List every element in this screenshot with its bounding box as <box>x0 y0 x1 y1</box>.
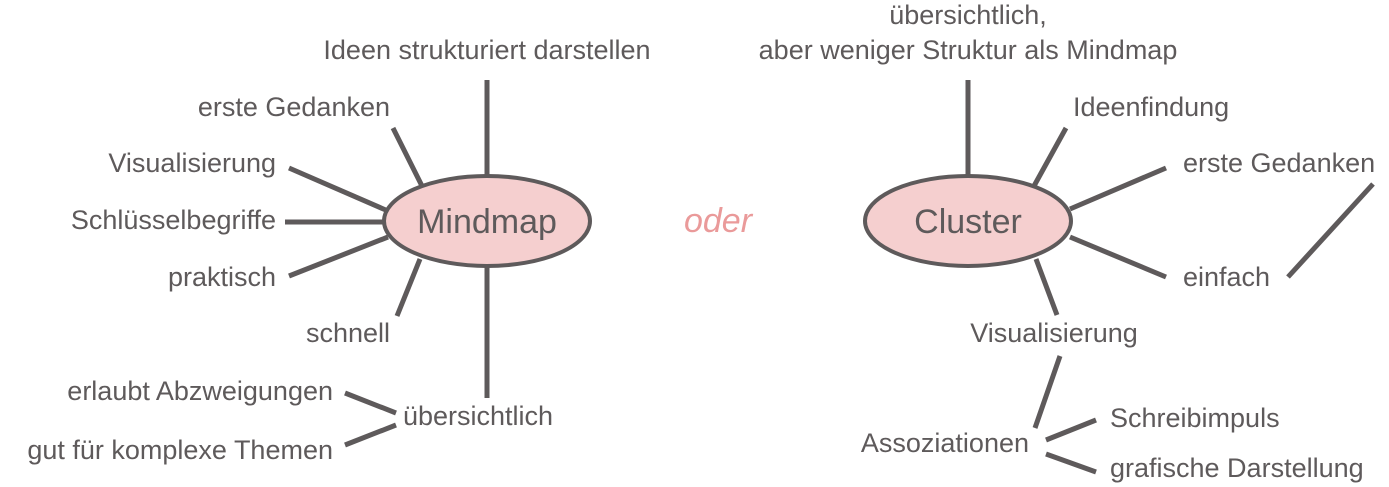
cluster-label-top-line1: übersichtlich, <box>889 0 1047 30</box>
cluster-label-erste-gedanken: erste Gedanken <box>1183 148 1375 178</box>
mindmap-lines <box>285 80 490 448</box>
cluster-ellipse <box>863 174 1073 268</box>
cluster-label-ideenfindung: Ideenfindung <box>1073 92 1229 122</box>
mindmap-label-schluesselbegriffe: Schlüsselbegriffe <box>71 205 276 235</box>
mindmap-line-komplexe-themen <box>344 422 397 448</box>
cluster-line-erste-gedanken <box>1069 165 1167 212</box>
cluster-labels: übersichtlich, aber weniger Struktur als… <box>759 0 1375 483</box>
mindmap-label-komplexe-themen: gut für komplexe Themen <box>27 435 333 465</box>
mindmap-line-erste-gedanken <box>390 126 425 188</box>
mindmap-label-erste-gedanken: erste Gedanken <box>198 92 390 122</box>
cluster-label-top-line2: aber weniger Struktur als Mindmap <box>759 35 1178 65</box>
cluster-lines <box>965 80 1375 475</box>
mindmap-ellipse <box>382 174 592 268</box>
cluster-label-assoziationen: Assoziationen <box>861 428 1029 458</box>
mindmap-center-node: Mindmap <box>382 174 592 268</box>
mindmap-center-label: Mindmap <box>417 203 557 241</box>
mindmap-line-visualisierung <box>288 165 389 214</box>
mindmap-label-praktisch: praktisch <box>168 262 276 292</box>
cluster-label-schreibimpuls: Schreibimpuls <box>1110 403 1280 433</box>
cluster-line-einfach-gedanken <box>1286 182 1375 279</box>
mindmap-label-schnell: schnell <box>306 318 390 348</box>
mindmap-label-top: Ideen strukturiert darstellen <box>323 35 650 65</box>
cluster-line-visualisierung <box>1033 258 1060 316</box>
mindmap-label-visualisierung: Visualisierung <box>108 148 276 178</box>
cluster-label-einfach: einfach <box>1183 262 1270 292</box>
cluster-line-assoziationen <box>1032 355 1063 429</box>
cluster-center-node: Cluster <box>863 174 1073 268</box>
cluster-line-ideenfindung <box>1031 126 1069 188</box>
mindmap-line-praktisch <box>288 234 389 279</box>
mindmap-label-uebersichtlich: übersichtlich <box>403 401 553 431</box>
cluster-line-einfach <box>1069 234 1167 280</box>
mindmap-label-erlaubt-abzweigungen: erlaubt Abzweigungen <box>67 376 333 406</box>
mindmap-labels: Ideen strukturiert darstellen erste Geda… <box>27 35 650 465</box>
cluster-center-label: Cluster <box>914 203 1022 241</box>
cluster-line-grafische-darstellung <box>1045 451 1097 475</box>
cluster-line-schreibimpuls <box>1045 417 1097 443</box>
cluster-label-grafische-darstellung: grafische Darstellung <box>1110 453 1364 483</box>
mindmap-line-schnell <box>394 258 423 317</box>
cluster-label-visualisierung: Visualisierung <box>970 318 1138 348</box>
mindmap-line-erlaubt-abzweigungen <box>344 390 397 416</box>
connector-oder: oder <box>684 202 754 240</box>
